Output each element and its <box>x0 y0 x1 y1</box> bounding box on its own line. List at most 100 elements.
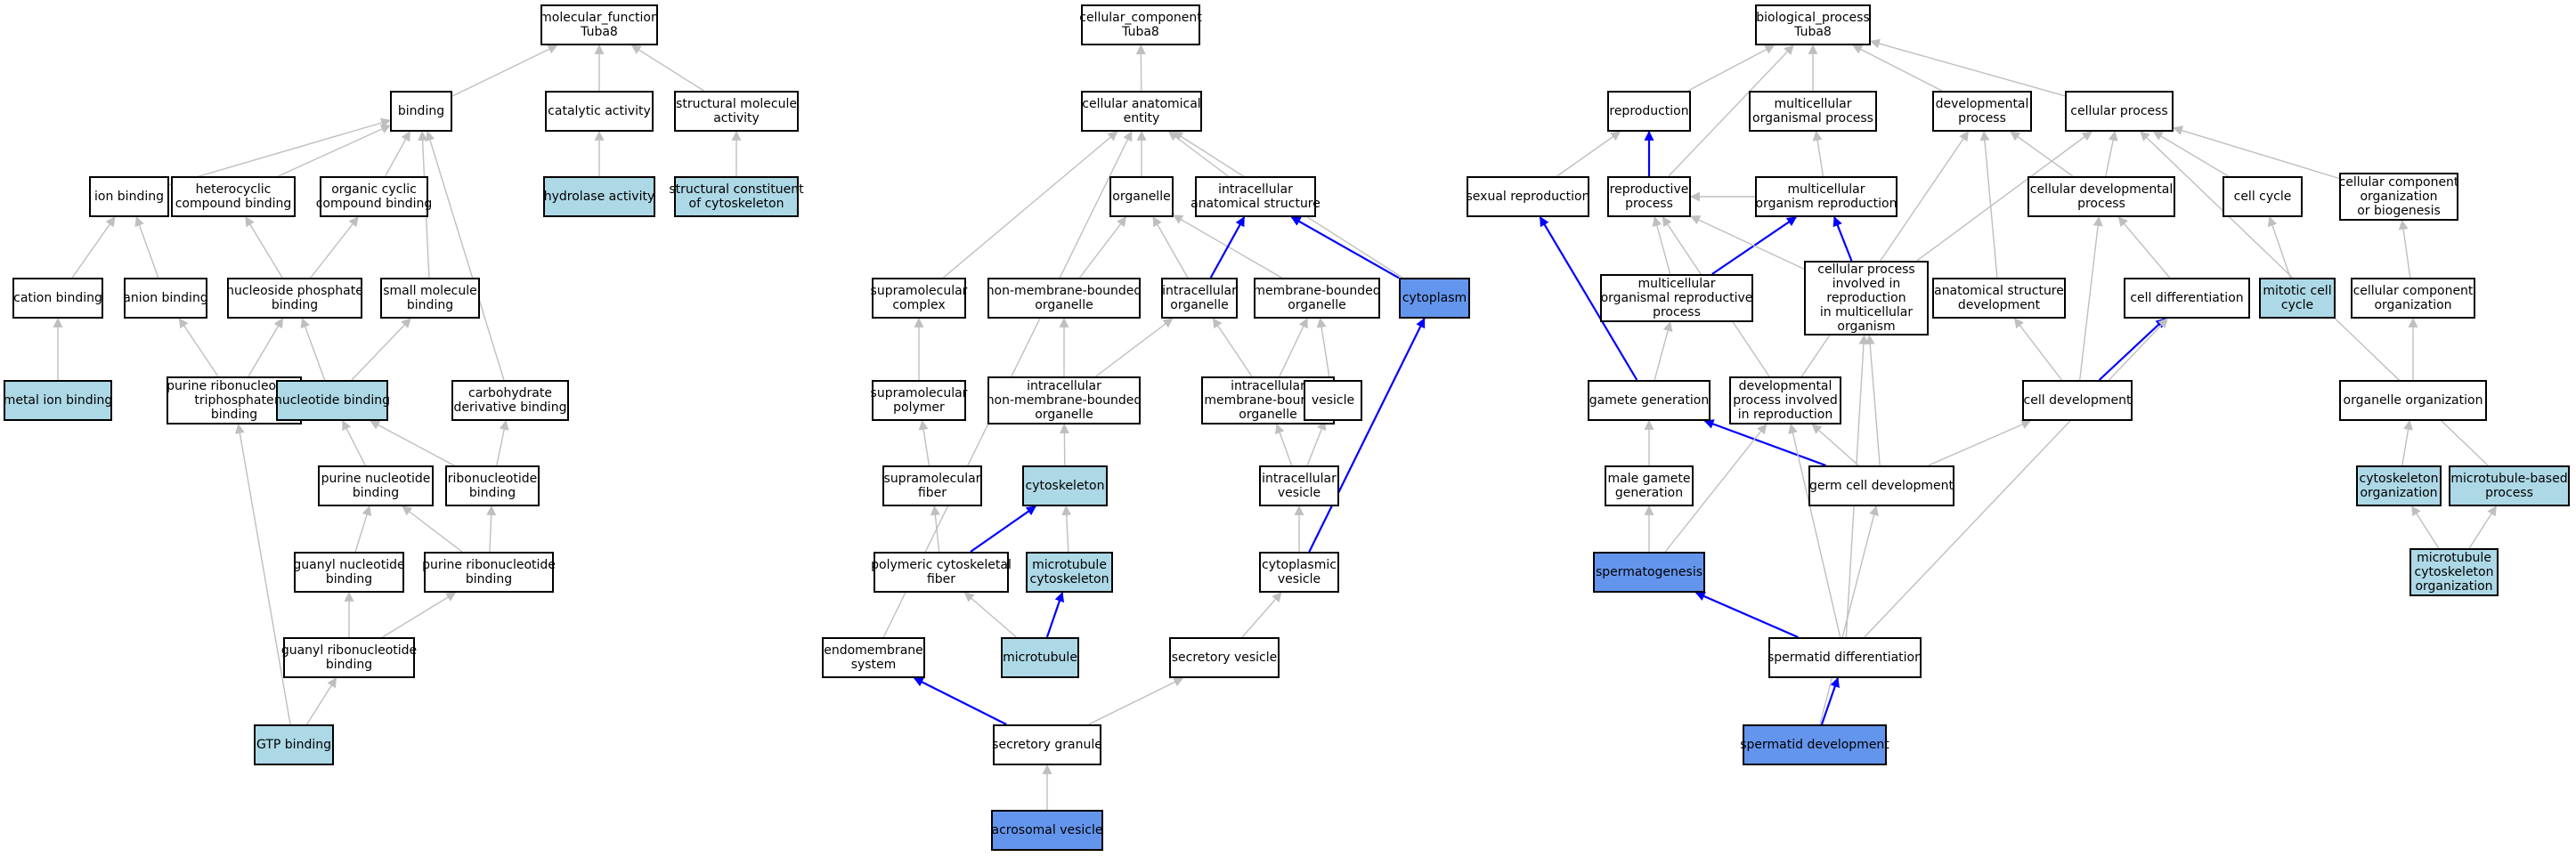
edge-nucbind-to-smallmol <box>351 318 411 381</box>
term-node-cytoskeleton: cytoskeleton <box>1022 465 1108 506</box>
term-node-secgran: secretory granule <box>992 724 1102 765</box>
term-label-line: process involved <box>1733 393 1838 408</box>
edge-spermatiddev-to-germdev <box>1819 505 1879 725</box>
edge-cae-to-cc <box>1135 44 1146 92</box>
term-label-line: cycle <box>2281 298 2313 312</box>
edge-supracomplex-to-cae <box>942 131 1118 279</box>
term-node-catalytic: catalytic activity <box>545 91 654 132</box>
term-label-line: cytoskeleton <box>1030 572 1109 586</box>
term-label-line: ion binding <box>94 190 164 204</box>
term-box <box>1804 261 1929 336</box>
term-label-line: organismal reproductive <box>1601 291 1753 305</box>
term-label-line: reproductive <box>1610 182 1689 197</box>
term-box <box>822 637 925 678</box>
edge-suprafiber-to-suprapoly <box>918 419 930 466</box>
term-label-line: ribonucleotide <box>448 472 538 486</box>
term-label-line: process <box>2485 486 2533 500</box>
edge-gtp-to-guanylribo <box>305 677 337 725</box>
term-label-line: guanyl nucleotide <box>293 558 404 572</box>
edge-sexrep-to-reproduction <box>1556 131 1621 177</box>
term-box <box>424 552 554 593</box>
term-label-line: non-membrane-bounded <box>987 284 1142 298</box>
edge-celldevproc-to-devproc <box>2010 131 2074 177</box>
term-box <box>320 176 428 217</box>
edge-reproduction-to-bp <box>1687 44 1776 92</box>
term-label-line: supramolecular <box>884 472 981 486</box>
term-label-line: intracellular <box>1262 472 1337 486</box>
term-box <box>1467 176 1589 217</box>
term-label-line: involved in <box>1832 277 1901 291</box>
term-label-line: supramolecular <box>871 284 968 298</box>
term-box <box>12 278 103 319</box>
term-label-line: heterocyclic <box>196 182 272 197</box>
term-label-line: fiber <box>918 486 947 500</box>
term-label-line: multicellular <box>1788 182 1865 197</box>
term-label-line: anatomical structure <box>1190 197 1321 211</box>
edge-ribonuc-to-nucbind <box>370 420 455 466</box>
term-label-line: or biogenesis <box>2357 204 2441 218</box>
term-box <box>1081 91 1202 132</box>
edge-celldiff-to-celldevproc <box>2117 216 2171 279</box>
term-label-line: binding <box>211 408 257 422</box>
term-label-line: entity <box>1124 111 1160 125</box>
edge-germdev-to-celldev <box>1928 419 2032 466</box>
term-label-line: gamete generation <box>1589 393 1709 408</box>
term-label-line: triphosphate <box>194 393 273 408</box>
term-node-acroves: acrosomal vesicle <box>991 810 1103 851</box>
edge-polycyto-to-suprafiber <box>930 505 940 553</box>
term-node-hydrolase: hydrolase activity <box>543 176 655 217</box>
term-label-line: nucleotide binding <box>274 393 390 408</box>
term-label-line: binding <box>353 486 399 500</box>
term-label-line: structural constituent <box>669 182 804 197</box>
term-box <box>283 637 415 678</box>
term-label-line: supramolecular <box>871 386 968 400</box>
term-label-line: cellular developmental <box>2030 182 2173 197</box>
term-box <box>872 278 966 319</box>
edge-germdev-to-cpinvolved <box>1865 334 1881 466</box>
term-box <box>1022 465 1108 506</box>
term-label-line: reproduction <box>1826 291 1906 305</box>
term-box <box>991 810 1103 851</box>
term-box <box>451 380 569 421</box>
term-label-line: organization <box>2360 486 2437 500</box>
edge-ribonuc-to-carbo <box>496 419 509 466</box>
term-label-line: cell differentiation <box>2130 291 2243 305</box>
term-box <box>1081 4 1200 45</box>
term-label-line: vesicle <box>1278 572 1321 586</box>
term-box <box>1593 552 1705 593</box>
term-box <box>2351 278 2475 319</box>
term-node-spermato: spermatogenesis <box>1593 552 1705 593</box>
term-label-line: process <box>2077 197 2125 211</box>
term-box <box>987 278 1141 319</box>
term-box <box>254 724 334 765</box>
term-label-line: small molecule <box>383 284 477 298</box>
term-label-line: nucleoside phosphate <box>226 284 363 298</box>
edge-nonmemorg-to-organelle <box>1078 216 1127 279</box>
term-label-line: generation <box>1615 486 1683 500</box>
term-box <box>2409 548 2499 596</box>
term-label-line: male gamete <box>1608 472 1691 486</box>
edge-purribonuc-to-purnuc <box>402 505 463 553</box>
term-label-line: Tuba8 <box>1121 25 1159 39</box>
edge-layer <box>53 38 2497 810</box>
term-box <box>294 552 404 593</box>
term-label-line: organelle <box>1035 298 1093 312</box>
term-label-line: reproduction <box>1609 104 1688 118</box>
term-label-line: binding <box>326 572 372 586</box>
term-label-line: purine ribonucleoside <box>167 379 302 393</box>
term-box <box>318 465 434 506</box>
edge-cpinvolved-to-multirep <box>1832 215 1853 262</box>
term-label-line: vesicle <box>1278 486 1321 500</box>
term-node-gtp: GTP binding <box>254 724 334 765</box>
edge-cpinvolved-to-cellproc <box>1916 131 2092 262</box>
